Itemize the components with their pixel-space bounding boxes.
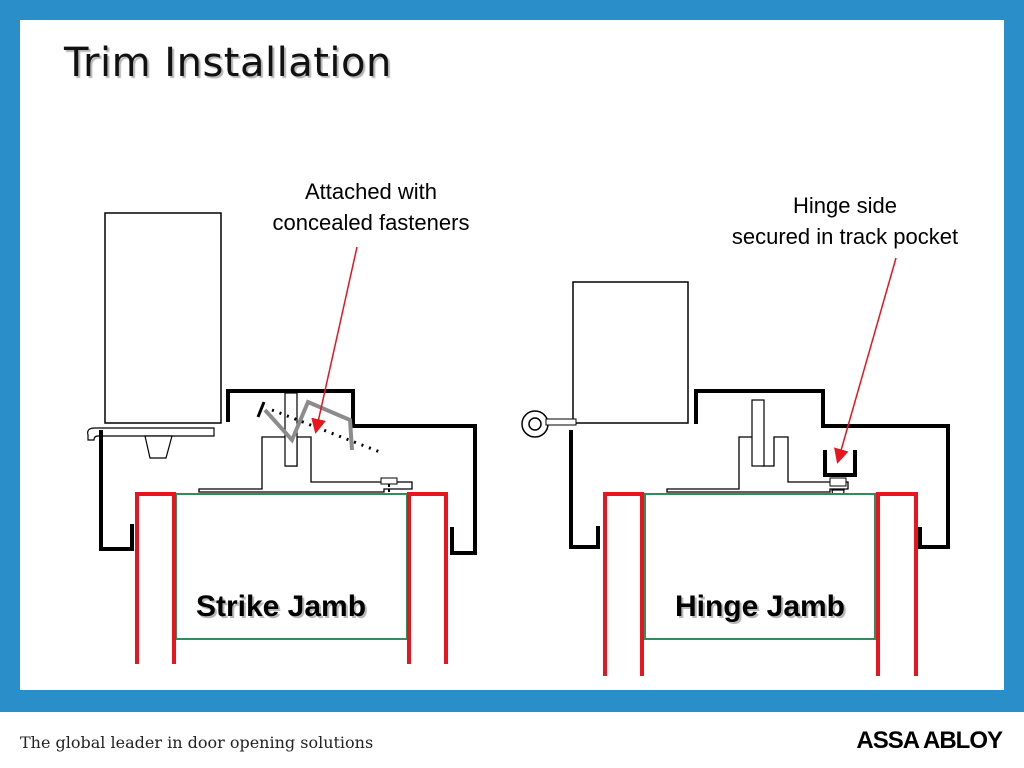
strike-jamb-assembly [87,212,477,664]
track-pocket [823,450,857,477]
hinge-jamb-assembly [521,257,950,676]
callout-right-line1: Hinge side [793,193,897,218]
strike-wall [175,493,408,640]
hinge-pin [528,417,542,431]
strike-jamb-label-shadow: Strike Jamb [198,592,368,625]
slide-title: Trim Installation [64,40,392,86]
lever-rose [144,435,173,459]
concealed-fastener-arrow [311,246,358,434]
hinge-wall [644,493,876,640]
hinge-frame-trim [569,389,950,549]
track-pocket-arrow [834,257,897,464]
hinge-jamb-label: Hinge Jamb [675,590,845,623]
footer-tagline: The global leader in door opening soluti… [20,733,374,752]
hinge-jamb-label-shadow: Hinge Jamb [677,592,847,625]
hinge-clip-screw [751,399,765,467]
concealed-fastener-bracket [263,399,354,451]
assa-abloy-logo: ASSA ABLOY [856,727,1003,754]
strike-jamb-left [135,492,176,664]
callout-right-line2: secured in track pocket [732,224,958,249]
callout-left-line1: Attached with [305,179,437,204]
hinge-leaf [545,418,577,426]
callout-left-line2: concealed fasteners [273,210,470,235]
strike-frame-trim [99,389,477,555]
door-panel-hinge [572,281,689,424]
hinge-jamb-left [603,492,644,676]
concealed-fastener-path [271,408,381,454]
slide-frame [0,0,1024,712]
door-panel [104,212,222,424]
strike-fastener [380,477,398,485]
strike-jamb-label: Strike Jamb [196,590,366,623]
concealed-fastener-tick [256,401,266,418]
hinge-jamb-right [876,492,918,676]
strike-jamb-right [407,492,448,664]
strike-mounting-clip [198,436,413,493]
track-screw-head [829,477,847,487]
trim-installation-diagram: Attached with concealed fasteners Hinge … [87,179,958,676]
